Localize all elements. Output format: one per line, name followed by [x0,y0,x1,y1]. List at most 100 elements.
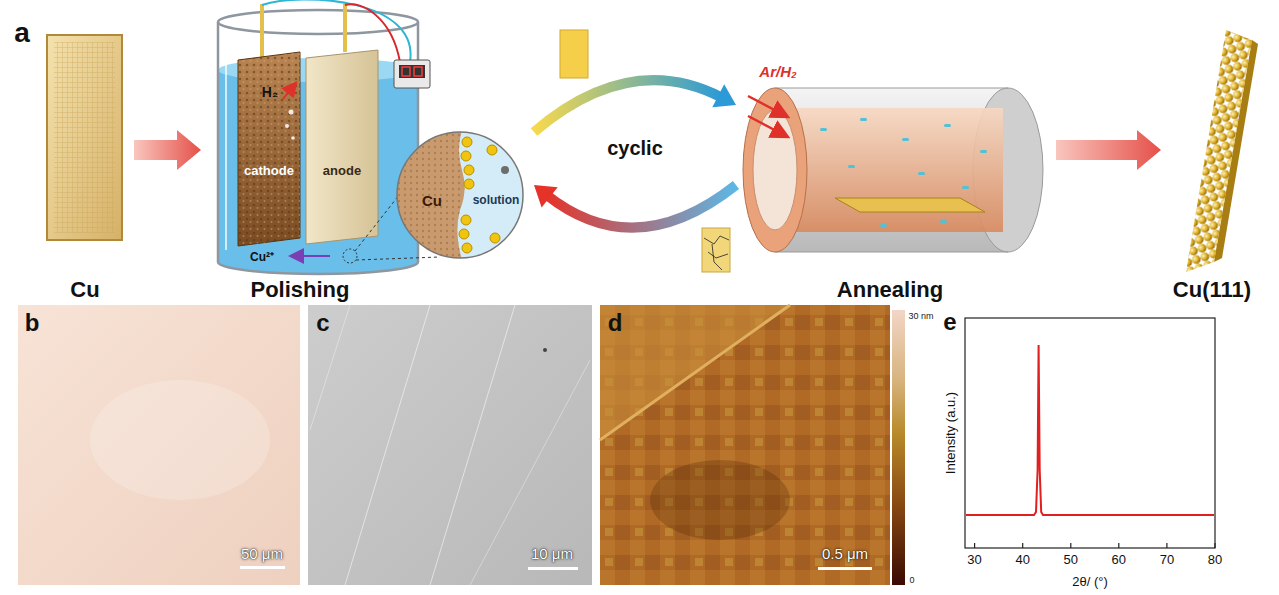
xrd-curve [966,345,1214,515]
afm-image [600,305,905,585]
ion-ball [461,151,471,161]
scale-label: 50 μm [241,546,283,561]
ion-ball [461,215,471,225]
copper-foil: Cu [40,30,130,305]
afm-background [600,305,890,585]
anode-plate: anode [304,48,380,246]
arrow-head [534,185,558,208]
sem-background [308,305,592,585]
panel-letter: a [14,19,30,47]
block-arrow [134,130,201,170]
surface-scratch [470,360,590,585]
stage-label: Polishing [251,279,350,301]
gas-molecule [860,118,867,121]
supply-display [399,65,425,78]
wire [262,0,411,62]
tick-label: 50 [1064,553,1078,566]
quartz-tube [753,110,797,230]
panel-letter: e [943,310,956,334]
tick-label: 60 [1112,553,1126,566]
gas-flow-arrow [748,96,786,116]
shell-edge [775,252,1008,253]
tube-furnace [743,88,1043,252]
gas-molecule [940,220,947,223]
surface-scratch [345,305,430,585]
axis-title: Intensity (a.u.) [944,392,957,474]
block-arrow [1056,130,1161,170]
zoom-spot [343,249,357,263]
ion-ball [462,243,472,253]
display-digit [414,67,422,76]
sem-image [308,305,592,585]
glass-highlight [225,40,227,250]
ion-ball [487,145,497,155]
ion-ball [462,137,472,147]
stage-label: Cu(111) [1173,279,1251,301]
panel-letter: d [608,311,623,335]
cycle-arrow [547,185,737,228]
copper-grain [396,130,465,260]
hydrogen-arrow [283,84,295,99]
scale-bar [240,566,285,569]
phase-label: solution [473,194,520,206]
gas-molecule [848,165,855,168]
gas-molecule [902,138,909,141]
optical-image [18,305,300,585]
surface-scratch [310,305,350,430]
tick-label: 70 [1160,553,1174,566]
process-arrow [534,185,736,228]
plot-frame [965,318,1215,548]
optical-shade [90,380,270,500]
furnace-shell [775,88,1008,252]
gas-molecule [880,224,887,227]
gas-label: Ar/H₂ [759,64,796,79]
ion-ball [464,179,474,189]
scale-bar [818,567,872,570]
optical-image-panel: b50 μm [18,305,300,585]
axis-title: 2θ/ (°) [1072,575,1108,588]
scale-bar [528,567,578,570]
solution-side [396,130,526,260]
optical-background [18,305,300,585]
colorbar-label: 30 nm [908,312,933,321]
process-arrow [534,80,736,132]
electrode-label: cathode [244,164,294,177]
gas-molecule [980,150,987,153]
sample-sheet [702,228,730,272]
arrow-head [712,84,736,107]
annealing-furnace: Annealing Ar/H₂ [740,40,1052,305]
tick-label: 40 [1015,553,1029,566]
zoom-circle: Cusolution [397,132,523,258]
afm-depression [650,460,790,540]
gas-molecule [962,186,969,189]
ion-ball [459,229,469,239]
scale-label: 10 μm [531,546,573,561]
cycle-arrow [534,80,722,132]
electrode-rod [343,4,347,52]
stage-label: Annealing [837,279,943,301]
panel-letter: c [316,311,329,335]
gas-flow-arrow [748,116,786,136]
species-label: H₂ [262,85,278,99]
afm-image-panel: d 0.5 μm [600,305,890,585]
process-arrow [134,130,201,170]
surface-scratch [430,305,515,585]
power-supply [394,60,430,88]
lattice-face [1186,30,1252,272]
atom-stack [1186,30,1258,272]
cu111-lattice: Cu(111) [1165,30,1262,305]
electrode-label: anode [323,164,361,177]
height-colorbar [892,310,905,585]
cracked-sample [702,228,730,272]
sem-image-panel: c 10 μm [308,305,592,585]
ion-arrow [292,255,330,257]
copper-sample [835,198,985,212]
gas-bubble [285,124,289,128]
foil-sheet [47,35,122,240]
colorbar-label: 0 [909,576,914,585]
scale-label: 0.5 μm [822,546,868,561]
grain-boundary [704,236,729,270]
ion-ball [464,165,474,175]
shell-edge [775,88,1008,89]
